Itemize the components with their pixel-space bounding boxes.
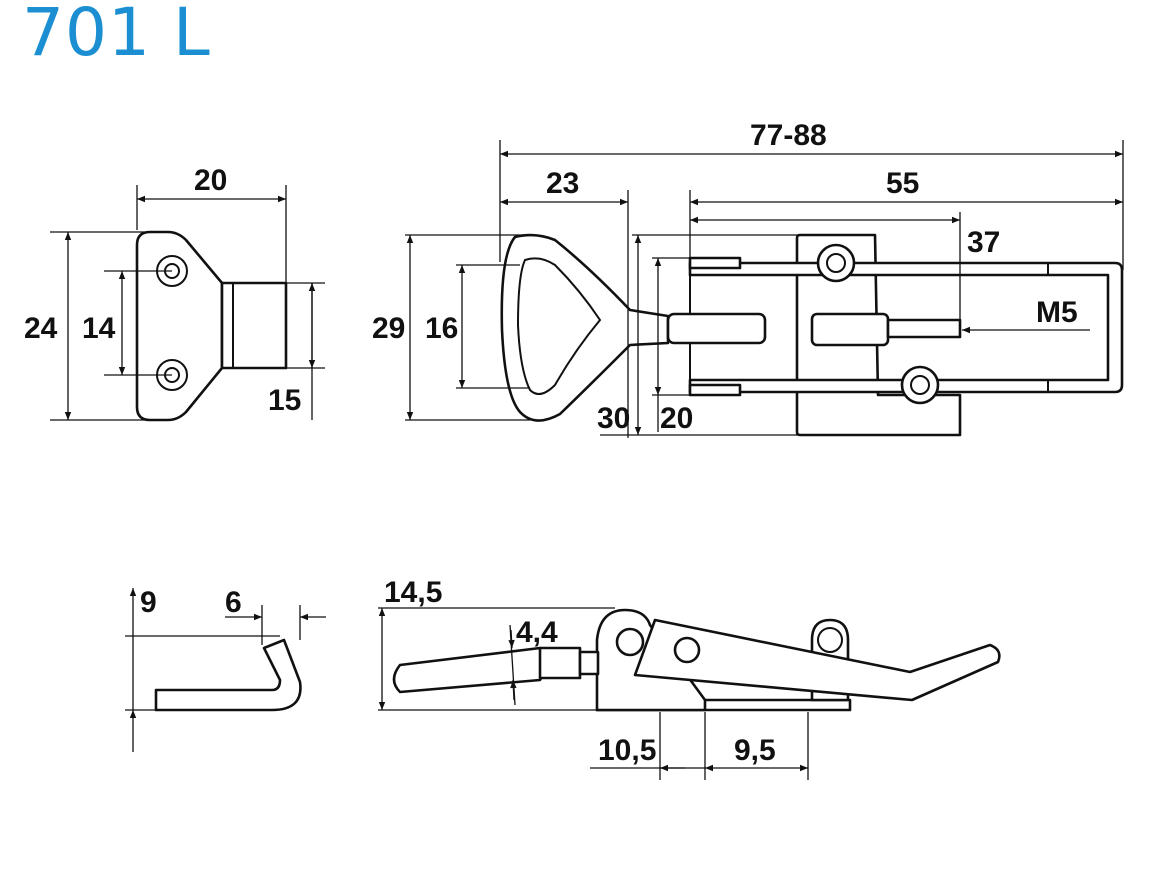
dim-keeper-hook: 6 [225, 586, 242, 619]
rivet [816, 243, 856, 283]
dim-handle-height: 29 [372, 312, 405, 345]
dim-keeper-side-height: 9 [140, 586, 157, 619]
rod-nut [810, 312, 890, 347]
pull-rod [392, 646, 546, 694]
dim-side-height: 14,5 [384, 576, 442, 609]
dim-hole-spacing: 14 [82, 312, 116, 345]
dim-body: 55 [886, 167, 919, 200]
threaded-rod [886, 318, 962, 339]
rivet [900, 365, 940, 405]
dim-rail-height: 20 [660, 402, 693, 435]
dim-rod: 4,4 [516, 616, 558, 649]
dim-keeper-height: 24 [24, 312, 58, 345]
keeper-hook-profile [154, 638, 302, 712]
dim-overall: 77-88 [750, 119, 827, 152]
thread-label: M5 [1036, 296, 1078, 329]
latch-side-view: 14,5 4,4 10,5 9,5 [378, 576, 1001, 780]
dim-base-height: 30 [597, 402, 630, 435]
latch-top-view: 77-88 23 55 37 29 16 30 20 M5 [372, 119, 1124, 438]
keeper-hook-tab [220, 281, 288, 370]
keeper-plate [135, 230, 224, 422]
dim-hook-reach: 37 [967, 226, 1000, 259]
dim-keeper-width: 20 [194, 164, 227, 197]
keeper-top-view: 20 24 14 15 [24, 164, 325, 422]
handle-loop [500, 233, 670, 422]
keeper-side-view: 9 6 [125, 586, 326, 752]
dim-handle-inner: 16 [425, 312, 458, 345]
dim-handle: 23 [546, 167, 579, 200]
dim-pivot-offset: 10,5 [598, 734, 656, 767]
dim-tab: 15 [268, 384, 301, 417]
dim-hole-offset: 9,5 [734, 734, 776, 767]
product-title: 701 L [22, 0, 211, 71]
pivot-pin [615, 627, 645, 657]
lever-arm [633, 618, 1001, 702]
lever-pin [673, 636, 701, 664]
rod-clevis [666, 312, 767, 345]
